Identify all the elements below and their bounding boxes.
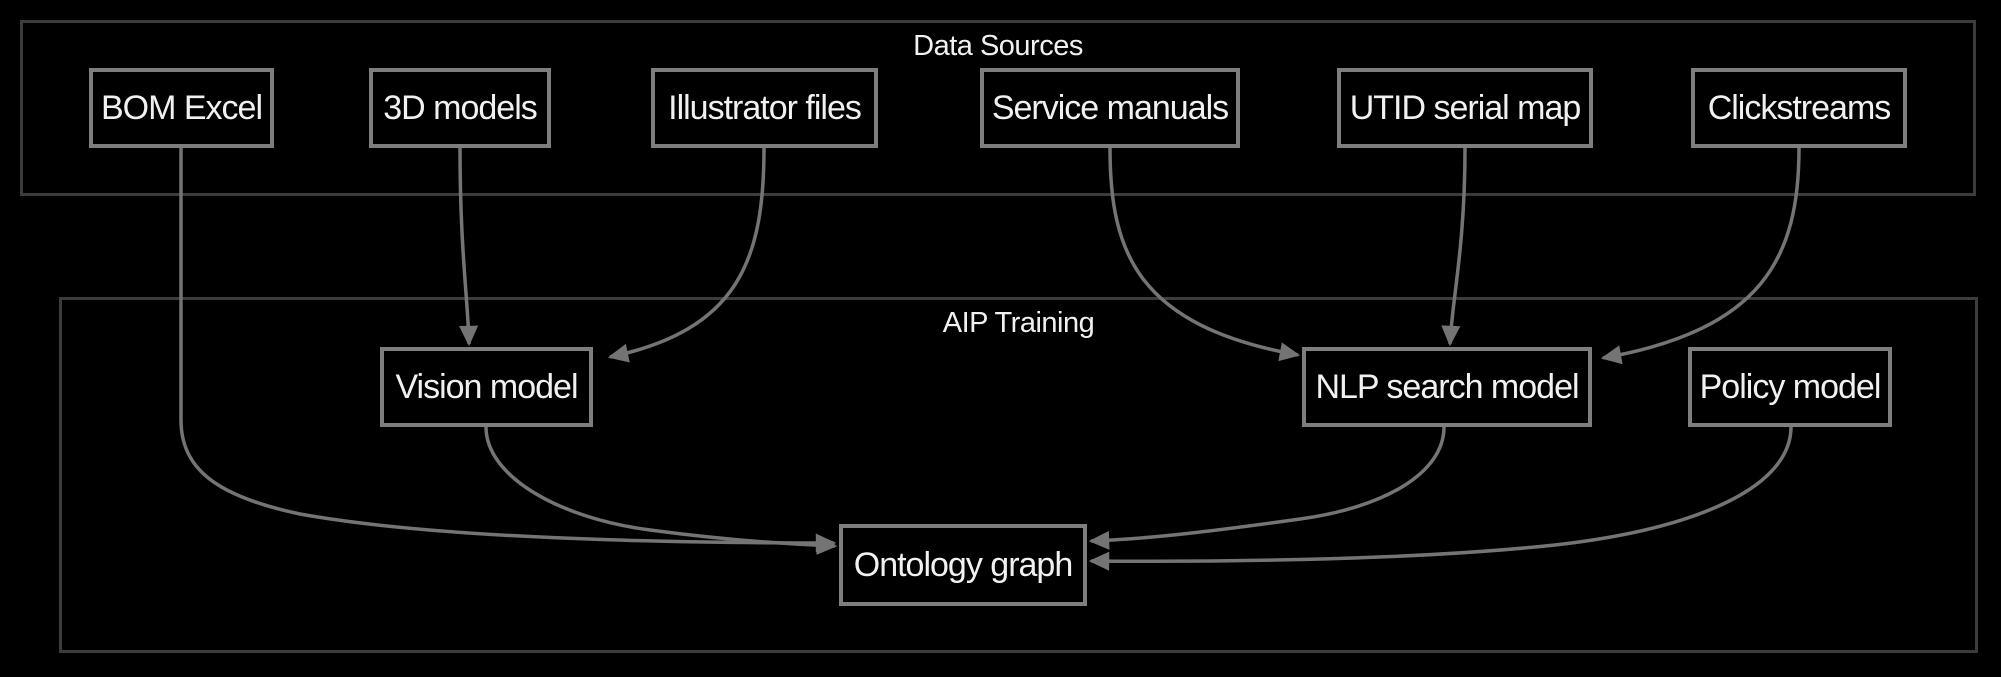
node-nlp-search-model: NLP search model [1302, 347, 1592, 427]
node-illustrator-files: Illustrator files [651, 68, 878, 148]
node-service-manuals: Service manuals [980, 68, 1240, 148]
node-bom-excel: BOM Excel [89, 68, 274, 148]
node-bom-excel-label: BOM Excel [100, 88, 263, 127]
node-ontology-graph-label: Ontology graph [853, 545, 1073, 584]
node-vision-model-label: Vision model [395, 367, 578, 406]
container-data-sources-label: Data Sources [913, 30, 1083, 62]
container-aip-training: AIP Training [59, 297, 1978, 653]
node-clickstreams-label: Clickstreams [1707, 88, 1892, 127]
node-illustrator-files-label: Illustrator files [668, 88, 862, 127]
node-ontology-graph: Ontology graph [839, 524, 1087, 606]
node-service-manuals-label: Service manuals [991, 88, 1229, 127]
container-data-sources: Data Sources [20, 20, 1976, 196]
node-nlp-search-model-label: NLP search model [1315, 367, 1579, 406]
node-policy-model: Policy model [1688, 347, 1892, 427]
node-policy-model-label: Policy model [1699, 367, 1882, 406]
node-clickstreams: Clickstreams [1691, 68, 1907, 148]
node-utid-serial-map: UTID serial map [1337, 68, 1593, 148]
node-utid-serial-map-label: UTID serial map [1349, 88, 1582, 127]
node-3d-models: 3D models [369, 68, 551, 148]
node-3d-models-label: 3D models [383, 88, 538, 127]
node-vision-model: Vision model [380, 347, 593, 427]
container-aip-training-label: AIP Training [942, 307, 1095, 339]
